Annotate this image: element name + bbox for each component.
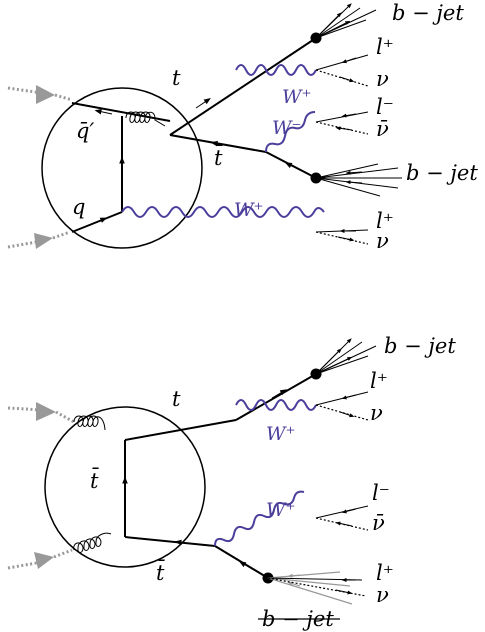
incoming-beam-bottom-1 bbox=[7, 402, 75, 424]
label-nu-2: ν bbox=[376, 583, 389, 607]
label-tbar-out: t̄ bbox=[156, 559, 165, 585]
label-nubar: ν̄ bbox=[376, 117, 389, 141]
interaction-blob-bottom bbox=[44, 406, 206, 568]
label-w-plus-bottom-top: W⁺ bbox=[266, 423, 296, 445]
label-nu-1: ν bbox=[376, 67, 389, 91]
label-l-plus-1: l⁺ bbox=[370, 369, 388, 393]
label-nu-1: ν bbox=[370, 401, 383, 425]
gluon-top bbox=[125, 111, 166, 127]
label-l-plus-1: l⁺ bbox=[376, 35, 394, 59]
label-l-plus-2: l⁺ bbox=[376, 209, 394, 233]
w-plus-boson-bottom bbox=[121, 206, 325, 218]
label-nu-2: ν bbox=[376, 229, 389, 253]
label-w-plus-bottom: W⁺ bbox=[234, 199, 264, 221]
label-t: t bbox=[172, 66, 181, 90]
w-plus-boson-bottom-top bbox=[235, 399, 317, 411]
top-quark-line bbox=[169, 37, 317, 136]
struck-b-jet: b − jet bbox=[258, 607, 340, 631]
bjet-spray-4 bbox=[267, 571, 367, 605]
qbar-line bbox=[71, 102, 171, 122]
label-l-minus: l⁻ bbox=[376, 95, 394, 119]
top-quark-line-bottom bbox=[124, 419, 237, 441]
label-nubar: ν̄ bbox=[372, 511, 385, 535]
label-w-plus-bottom-lower: W⁺ bbox=[266, 499, 296, 521]
bjet-spray-1 bbox=[315, 3, 377, 39]
label-l-minus: l⁻ bbox=[372, 481, 390, 505]
gluon-bottom-upper bbox=[73, 415, 106, 431]
incoming-beam-top-2 bbox=[7, 230, 71, 249]
diagram-bottom: t t̄ t̄ W⁺ W⁺ b − jet l⁺ ν l⁻ ν̄ l⁺ ν b … bbox=[7, 334, 456, 631]
incoming-beam-top-1 bbox=[7, 85, 73, 104]
w-plus-boson-top bbox=[235, 64, 317, 76]
label-t-bottom: t bbox=[172, 387, 181, 411]
bjet-spray-3 bbox=[315, 338, 377, 375]
label-tbar: t̄ bbox=[214, 144, 223, 170]
label-l-plus-2: l⁺ bbox=[376, 561, 394, 585]
label-b-jet-2: b − jet bbox=[406, 161, 478, 185]
incoming-beam-bottom-2 bbox=[7, 548, 73, 570]
label-b-jet-1: b − jet bbox=[392, 1, 464, 25]
bjet-spray-2 bbox=[315, 163, 402, 197]
interaction-blob-top bbox=[41, 87, 203, 249]
gluon-bottom-lower bbox=[73, 532, 112, 553]
label-w-minus: W⁻ bbox=[272, 117, 302, 139]
label-b-jet-top: b − jet bbox=[384, 334, 456, 358]
label-tbar-internal: t̄ bbox=[90, 467, 99, 493]
label-q: q bbox=[72, 195, 85, 219]
diagram-top: t t̄ q̄′ q W⁺ W⁻ W⁺ b − jet b − jet l⁺ ν… bbox=[7, 1, 478, 253]
antitop-line-bottom bbox=[124, 536, 216, 547]
label-qprime-bar: q̄′ bbox=[76, 119, 94, 143]
w-plus-boson-bottom-lower bbox=[214, 490, 305, 547]
label-w-plus-top: W⁺ bbox=[282, 86, 312, 108]
w-minus-boson bbox=[265, 111, 316, 153]
